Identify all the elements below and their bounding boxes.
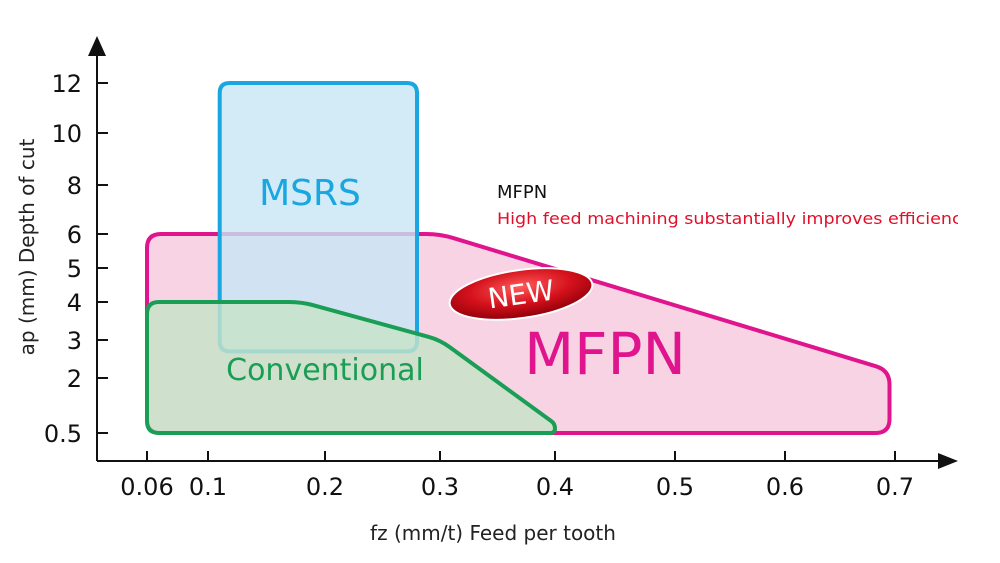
regions-layer [145, 81, 892, 435]
y-tick-label: 3 [67, 327, 82, 355]
y-tick-label: 0.5 [44, 420, 82, 448]
region-conventional [145, 300, 557, 435]
y-tick-label: 10 [51, 120, 82, 148]
new-badge: NEW [448, 267, 594, 321]
x-axis-arrowhead [938, 453, 958, 469]
y-tick-label: 5 [67, 255, 82, 283]
x-tick-label: 0.1 [189, 473, 227, 501]
x-tick-label: 0.6 [766, 473, 804, 501]
annotation-title: MFPN [497, 182, 547, 203]
y-tick-label: 12 [51, 70, 82, 98]
region-label-conventional: Conventional [226, 353, 424, 388]
y-tick-label: 4 [67, 289, 82, 317]
y-ticks: 0.5 2 3 4 5 6 8 10 12 [44, 70, 108, 448]
y-tick-label: 8 [67, 172, 82, 200]
y-axis-arrowhead [88, 36, 106, 56]
region-label-mfpn: MFPN [524, 320, 686, 388]
x-axis-title: fz (mm/t) Feed per tooth [370, 521, 616, 545]
new-badge-oval [448, 267, 594, 321]
y-tick-label: 2 [67, 365, 82, 393]
axes-layer [88, 36, 958, 469]
x-ticks: 0.06 0.1 0.2 0.3 0.4 0.5 0.6 0.7 [120, 451, 914, 501]
x-tick-label: 0.5 [656, 473, 694, 501]
x-tick-label: 0.7 [876, 473, 914, 501]
y-axis-title: ap (mm) Depth of cut [15, 139, 39, 356]
region-label-msrs: MSRS [259, 173, 361, 214]
y-tick-label: 6 [67, 221, 82, 249]
x-tick-label: 0.3 [421, 473, 459, 501]
x-tick-label: 0.06 [120, 473, 173, 501]
annotation-text: High feed machining substantially improv… [497, 209, 972, 228]
x-tick-label: 0.4 [536, 473, 574, 501]
x-tick-label: 0.2 [306, 473, 344, 501]
